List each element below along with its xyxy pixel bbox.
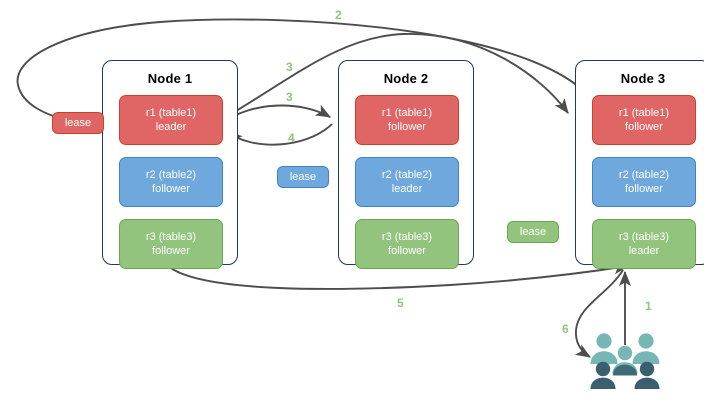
replica-chip-node2-r3[interactable]: r3 (table3) follower — [355, 219, 459, 269]
edge-label-1: 1 — [645, 299, 652, 313]
node-card-node-1[interactable]: Node 1 r1 (table1) leader r2 (table2) fo… — [102, 60, 238, 269]
lease-badge-table3[interactable]: lease — [507, 221, 559, 243]
replica-line2: follower — [152, 183, 190, 195]
replica-chip-node3-r3[interactable]: r3 (table3) leader — [592, 219, 696, 269]
replica-line1: r2 (table2) — [618, 169, 670, 181]
edge-label-2: 2 — [335, 8, 342, 22]
replica-line2: leader — [391, 183, 423, 195]
edge-label-5: 5 — [397, 296, 404, 310]
edge-4 — [227, 123, 333, 146]
replica-chip-node2-r2[interactable]: r2 (table2) leader — [355, 157, 459, 207]
replica-line1: r1 (table1) — [381, 107, 433, 119]
replica-line2: follower — [625, 183, 663, 195]
replica-line1: r3 (table3) — [618, 231, 670, 243]
replica-chip-node1-r2[interactable]: r2 (table2) follower — [119, 157, 223, 207]
node-title: Node 2 — [383, 71, 429, 86]
replica-line1: r3 (table3) — [145, 231, 197, 243]
clients-people-icon — [590, 333, 660, 389]
replica-line1: r2 (table2) — [145, 169, 197, 181]
edge-3-to-node3 — [223, 33, 569, 119]
edge-2 — [16, 18, 601, 124]
edge-label-3b: 3 — [286, 90, 293, 104]
replica-line2: leader — [155, 121, 187, 133]
person-front-center — [613, 364, 637, 376]
person-front-left — [590, 361, 616, 389]
node-card-node-3[interactable]: Node 3 r1 (table1) follower r2 (table2) … — [575, 60, 704, 269]
lease-badge-table2[interactable]: lease — [277, 166, 329, 188]
replica-line2: follower — [152, 245, 190, 257]
lease-label: lease — [519, 226, 547, 238]
replica-chip-node2-r1[interactable]: r1 (table1) follower — [355, 95, 459, 145]
replica-line2: follower — [388, 121, 426, 133]
replica-line2: follower — [625, 121, 663, 133]
replica-line2: follower — [388, 245, 426, 257]
replica-chip-node1-r1[interactable]: r1 (table1) leader — [119, 95, 223, 145]
replica-line1: r1 (table1) — [618, 107, 670, 119]
replica-line1: r3 (table3) — [381, 231, 433, 243]
replica-chip-node3-r1[interactable]: r1 (table1) follower — [592, 95, 696, 145]
person-back-left — [590, 333, 618, 364]
replica-chip-node1-r3[interactable]: r3 (table3) follower — [119, 219, 223, 269]
person-back-right — [632, 333, 660, 364]
edge-6 — [574, 269, 624, 358]
edge-label-4: 4 — [288, 131, 295, 145]
lease-label: lease — [289, 171, 317, 183]
node-title: Node 1 — [147, 71, 193, 86]
replica-chip-node3-r2[interactable]: r2 (table2) follower — [592, 157, 696, 207]
edge-label-3a: 3 — [286, 60, 293, 74]
person-front-right — [634, 361, 660, 389]
replica-line1: r2 (table2) — [381, 169, 433, 181]
lease-label: lease — [64, 117, 92, 129]
lease-badge-table1[interactable]: lease — [52, 112, 104, 134]
replica-line1: r1 (table1) — [145, 107, 197, 119]
node-title: Node 3 — [620, 71, 666, 86]
edge-5 — [167, 262, 630, 290]
node-card-node-2[interactable]: Node 2 r1 (table1) follower r2 (table2) … — [338, 60, 474, 269]
edge-label-6: 6 — [562, 322, 569, 336]
replica-line2: leader — [628, 245, 660, 257]
